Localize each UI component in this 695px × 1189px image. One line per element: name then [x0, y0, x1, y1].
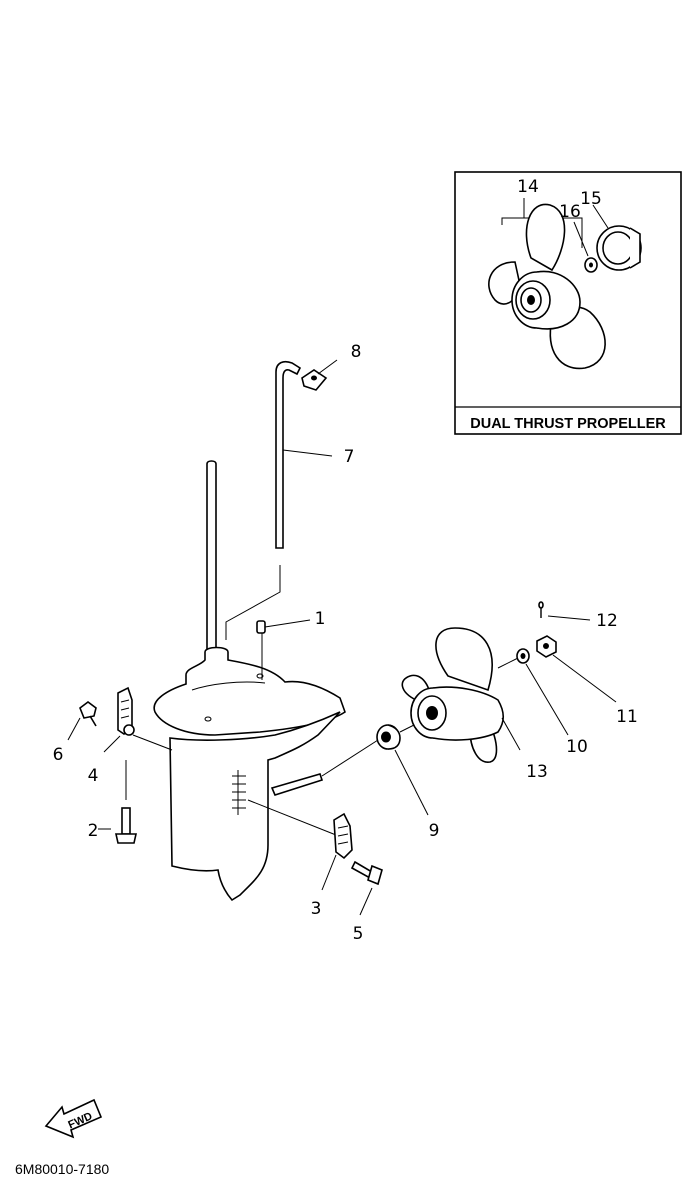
- callout-14: 14: [517, 177, 539, 197]
- propeller-13: [399, 627, 521, 763]
- bolt-2: [98, 760, 137, 844]
- grommet-8: [301, 359, 338, 391]
- callout-7: 7: [344, 447, 355, 467]
- callout-10: 10: [566, 737, 588, 757]
- dual-thrust-propeller-inset: DUAL THRUST PROPELLER 14 16 15: [454, 171, 682, 435]
- anode-3: [247, 799, 353, 891]
- propeller-shaft: [270, 773, 324, 796]
- inset-title: DUAL THRUST PROPELLER: [470, 416, 666, 432]
- forward-direction-arrow: FWD: [44, 1098, 103, 1139]
- drawing-code: 6M80010-7180: [15, 1161, 109, 1177]
- thrust-washer-9: [321, 724, 429, 816]
- callout-16: 16: [559, 202, 581, 222]
- callout-15: 15: [580, 189, 602, 209]
- inset-spacer-15: [592, 204, 642, 271]
- callout-13: 13: [526, 762, 548, 782]
- callout-1: 1: [315, 609, 326, 629]
- cotter-pin-12: [538, 601, 591, 621]
- drive-shaft: [206, 460, 217, 651]
- callout-12: 12: [596, 611, 618, 631]
- lower-unit-case: [153, 460, 346, 902]
- washer-10: [497, 648, 569, 736]
- callout-5: 5: [353, 924, 364, 944]
- callout-6: 6: [53, 745, 64, 765]
- water-pipe-7: [275, 360, 333, 549]
- inset-blade-top: [525, 203, 566, 272]
- callout-8: 8: [351, 342, 362, 362]
- screw-5: [350, 860, 383, 916]
- callout-9: 9: [429, 821, 440, 841]
- anode-4: [103, 686, 173, 753]
- callout-2: 2: [88, 821, 99, 841]
- callout-11: 11: [616, 707, 638, 727]
- bolt-6: [67, 701, 97, 741]
- dowel-pin-1: [256, 620, 266, 634]
- callout-4: 4: [88, 766, 99, 786]
- nut-11: [536, 635, 617, 703]
- callout-3: 3: [311, 899, 322, 919]
